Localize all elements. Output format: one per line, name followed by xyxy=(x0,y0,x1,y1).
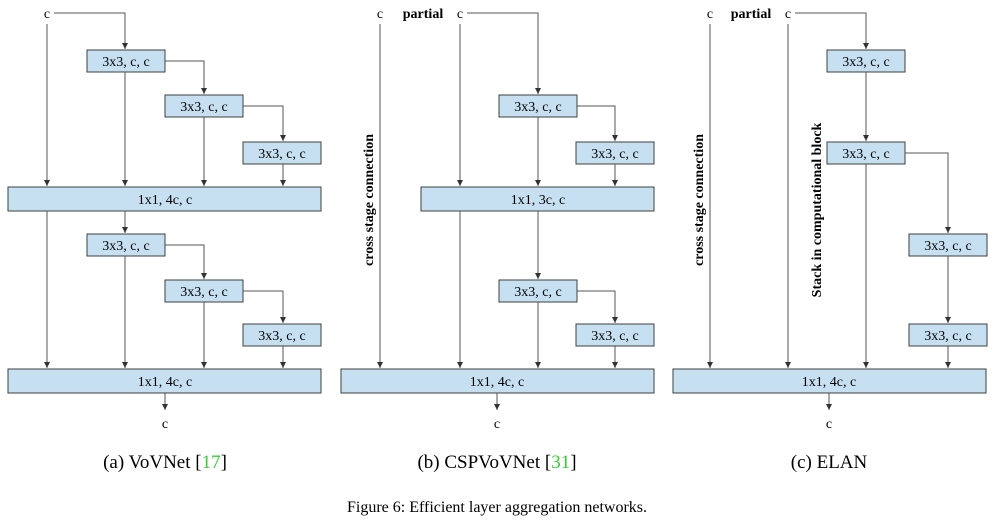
cspvovnet-output-label: c xyxy=(494,417,500,432)
elan-transition xyxy=(672,368,987,394)
elan-input-c-right: c xyxy=(785,7,791,22)
cspvovnet-conv-1-label: 3x3, c, c xyxy=(514,100,561,115)
cspvovnet-transition-2-label: 1x1, 4c, c xyxy=(470,375,524,390)
cspvovnet-transition-1-label: 1x1, 3c, c xyxy=(511,193,565,208)
elan-conv-3-label: 3x3, c, c xyxy=(924,239,971,254)
elan-caption: (c) ELAN xyxy=(791,452,868,473)
cspvovnet-input-c-right: c xyxy=(457,7,463,22)
elan-partial-label: partial xyxy=(731,7,772,22)
cspvovnet-citation-link[interactable]: 31 xyxy=(551,452,570,473)
elan-conv-4-label: 3x3, c, c xyxy=(924,329,971,344)
elan-stack-label: Stack in computational block xyxy=(810,122,825,297)
cspvovnet-transition-1 xyxy=(420,186,655,212)
vovnet-output-label: c xyxy=(162,417,168,432)
elan-cross-stage-label: cross stage connection xyxy=(692,134,707,266)
vovnet-panel: c 3x3, c, c 3x3, c, c 3x3, c, c 1x1, 4c,… xyxy=(7,7,322,473)
cspvovnet-conv-2-label: 3x3, c, c xyxy=(591,147,638,162)
cspvovnet-conv-3-label: 3x3, c, c xyxy=(514,285,561,300)
cspvovnet-conv-4-label: 3x3, c, c xyxy=(591,329,638,344)
vovnet-conv-2-label: 3x3, c, c xyxy=(180,100,227,115)
elan-transition-label: 1x1, 4c, c xyxy=(802,375,856,390)
vovnet-conv-6 xyxy=(242,323,322,347)
figure-caption: Figure 6: Efficient layer aggregation ne… xyxy=(347,499,647,516)
elan-output-label: c xyxy=(826,417,832,432)
cspvovnet-panel: c partial c cross stage connection 3x3, … xyxy=(340,7,655,473)
cspvovnet-cross-stage-label: cross stage connection xyxy=(362,134,377,266)
vovnet-conv-1-label: 3x3, c, c xyxy=(102,55,149,70)
cspvovnet-transition-2 xyxy=(340,368,655,394)
vovnet-transition-2-label: 1x1, 4c, c xyxy=(138,375,192,390)
vovnet-input-label: c xyxy=(44,7,50,22)
cspvovnet-caption: (b) CSPVoVNet [31] xyxy=(417,452,576,473)
cspvovnet-input-c-left: c xyxy=(377,7,383,22)
vovnet-conv-3 xyxy=(242,141,322,165)
elan-conv-2-label: 3x3, c, c xyxy=(842,147,889,162)
elan-conv-1-label: 3x3, c, c xyxy=(842,55,889,70)
vovnet-caption: (a) VoVNet [17] xyxy=(103,452,227,473)
vovnet-conv-3-label: 3x3, c, c xyxy=(258,147,305,162)
vovnet-conv-4-label: 3x3, c, c xyxy=(102,239,149,254)
cspvovnet-partial-label: partial xyxy=(403,7,444,22)
vovnet-citation-link[interactable]: 17 xyxy=(202,452,221,473)
vovnet-conv-5-label: 3x3, c, c xyxy=(180,285,227,300)
elan-input-c-left: c xyxy=(707,7,713,22)
elan-panel: c partial c cross stage connection Stack… xyxy=(672,7,988,473)
vovnet-transition-1 xyxy=(7,186,322,212)
vovnet-transition-1-label: 1x1, 4c, c xyxy=(138,193,192,208)
vovnet-conv-6-label: 3x3, c, c xyxy=(258,329,305,344)
